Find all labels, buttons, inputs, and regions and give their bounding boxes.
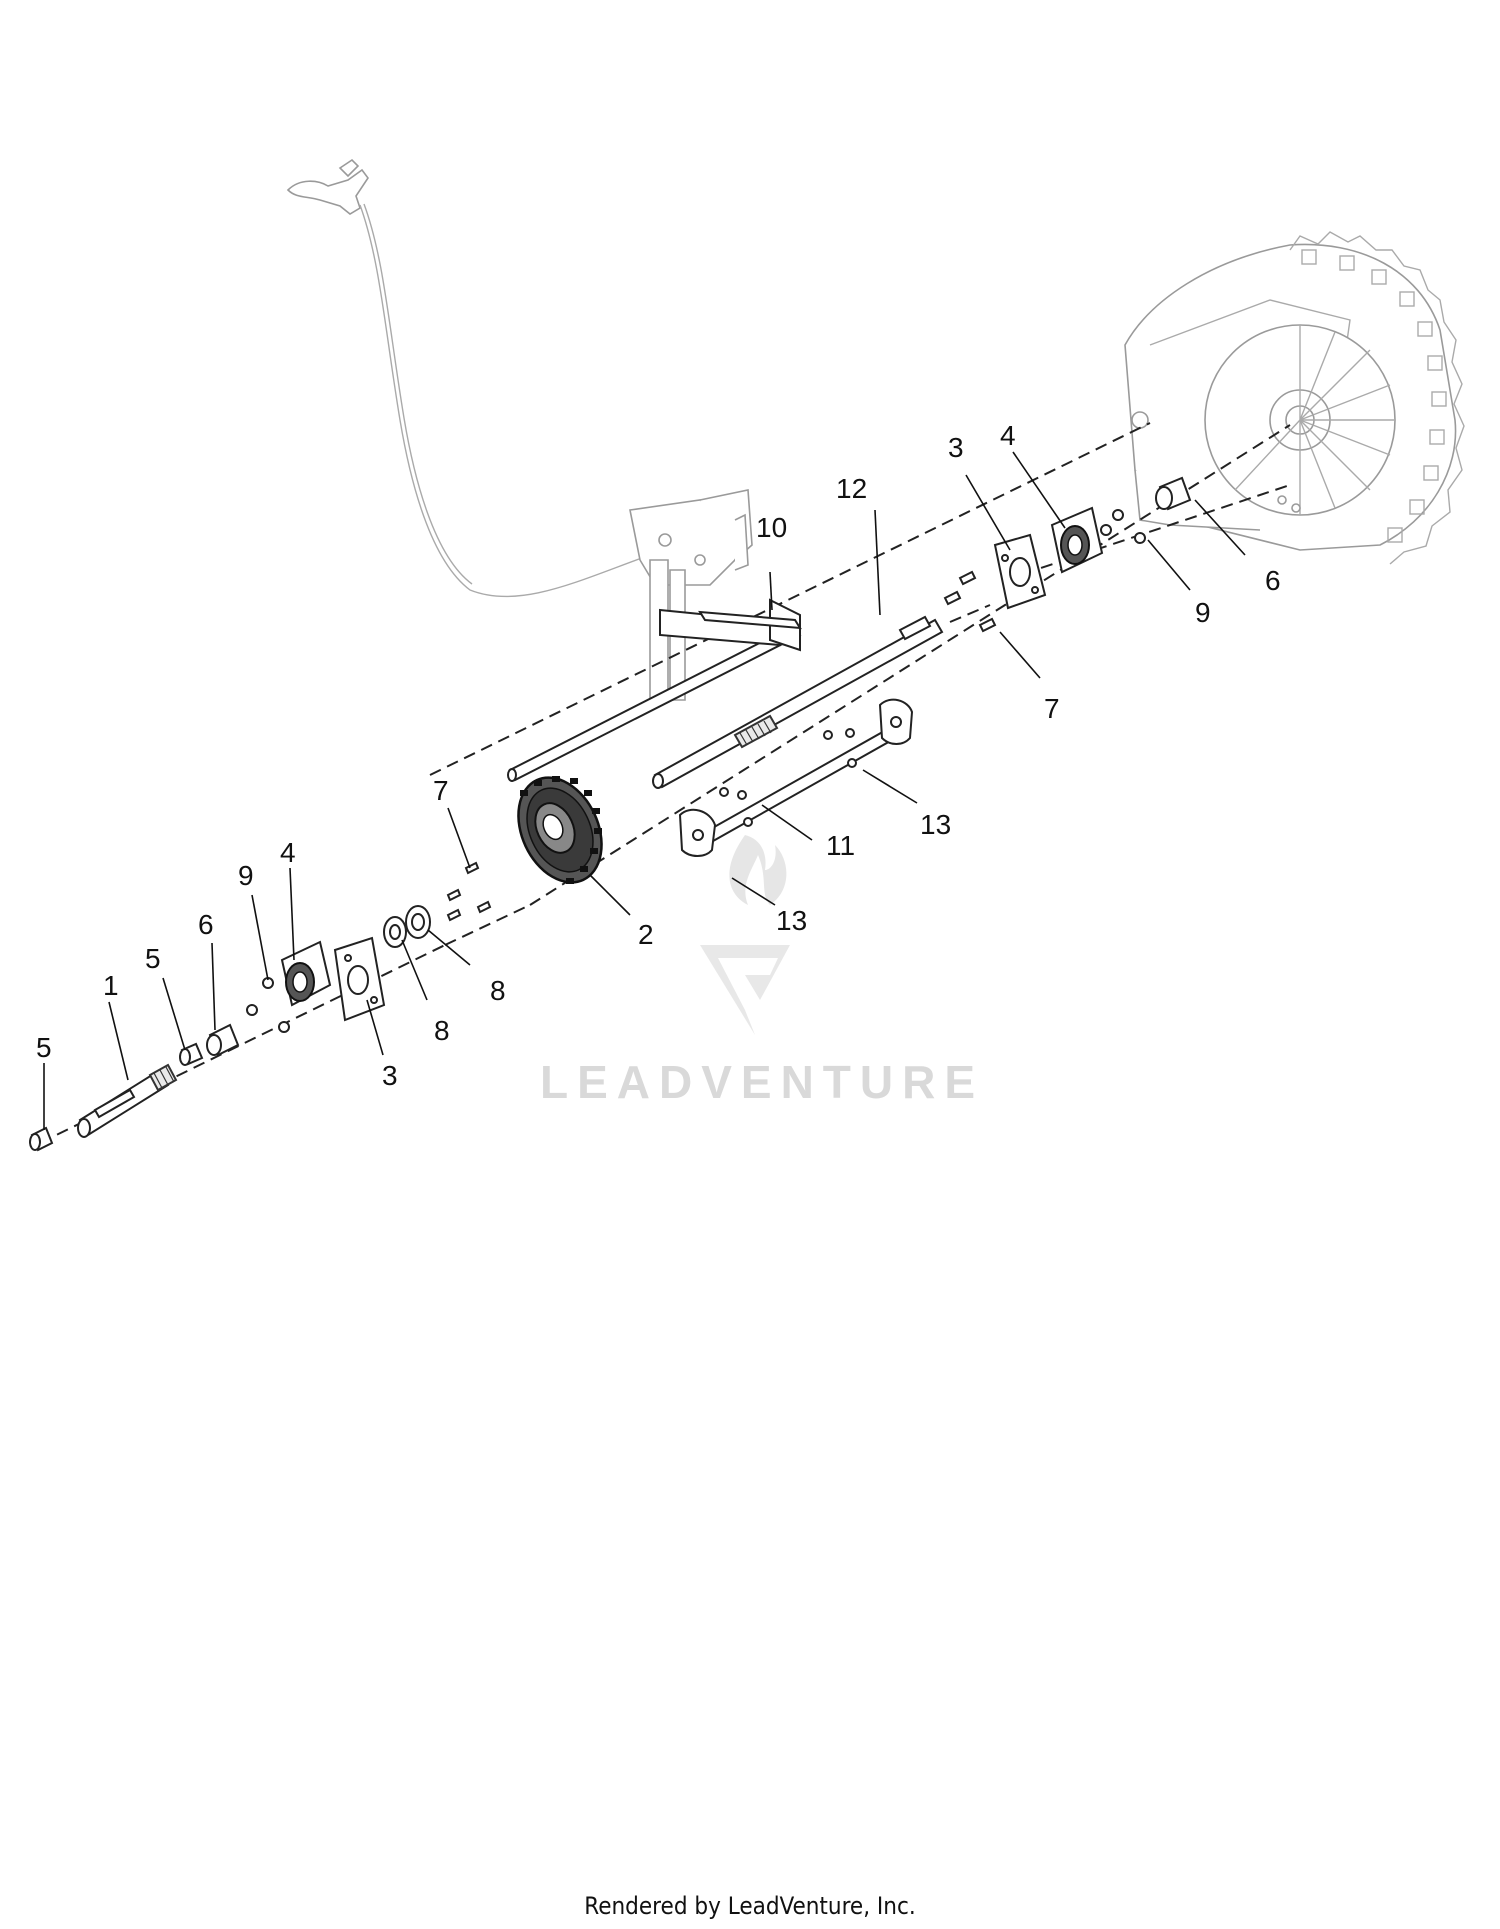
part-2-sprocket [517,776,603,884]
callout-6-left: 6 [198,909,214,940]
callout-6-right: 6 [1265,565,1281,596]
callout-2: 2 [638,919,654,950]
part-5-spacer-mid [179,1042,204,1066]
part-5-spacer-left [29,1126,54,1152]
callout-7-right: 7 [1044,693,1060,724]
handle-lever-ghost [286,158,651,598]
callout-3-right: 3 [948,432,964,463]
callout-11: 11 [826,830,855,861]
callout-leaders [43,451,1246,1130]
part-11-axle-rod [678,698,914,857]
part-4-bearing-flange-right [1050,506,1104,574]
callout-8-a: 8 [434,1015,450,1046]
part-3-plate-right [993,533,1047,610]
callout-4-left: 4 [280,837,296,868]
part-9-nuts-left [246,977,290,1033]
callout-12: 12 [836,473,867,504]
watermark-text: LEADVENTURE [540,1056,984,1108]
part-6-bushing-right [1155,476,1192,511]
part-7-bolts-right [943,570,997,633]
part-12-drive-shaft [652,615,944,789]
part-8-washer-2 [405,905,431,939]
part-9-nuts-right [1100,509,1146,544]
callout-9-left: 9 [238,860,254,891]
callout-13-b: 13 [776,905,807,936]
callout-1: 1 [103,970,119,1001]
part-7-bolts-left [446,861,492,922]
footer-rendered-by: Rendered by LeadVenture, Inc. [584,1892,916,1920]
track-assembly-ghost [1124,231,1465,565]
callout-8-b: 8 [490,975,506,1006]
watermark-logo-icon [700,835,790,1035]
part-3-plate-left [333,936,386,1022]
part-13-nuts [719,728,857,827]
callout-13-a: 13 [920,809,951,840]
callout-9-right: 9 [1195,597,1211,628]
part-1-main-shaft [77,1063,178,1138]
callout-5-left: 5 [36,1032,52,1063]
part-10-shift-shaft [507,598,802,782]
callout-4-right: 4 [1000,420,1016,451]
part-6-bushing-left [206,1023,240,1057]
part-8-washer-1 [383,916,407,948]
part-4-bearing-flange-left [280,940,332,1007]
callout-10: 10 [756,512,787,543]
callout-5-mid: 5 [145,943,161,974]
callout-7-left: 7 [433,775,449,806]
callout-3-left: 3 [382,1060,398,1091]
callout-labels: 1 2 3 3 4 4 5 5 6 6 7 7 8 8 9 9 10 11 12… [36,420,1281,1091]
